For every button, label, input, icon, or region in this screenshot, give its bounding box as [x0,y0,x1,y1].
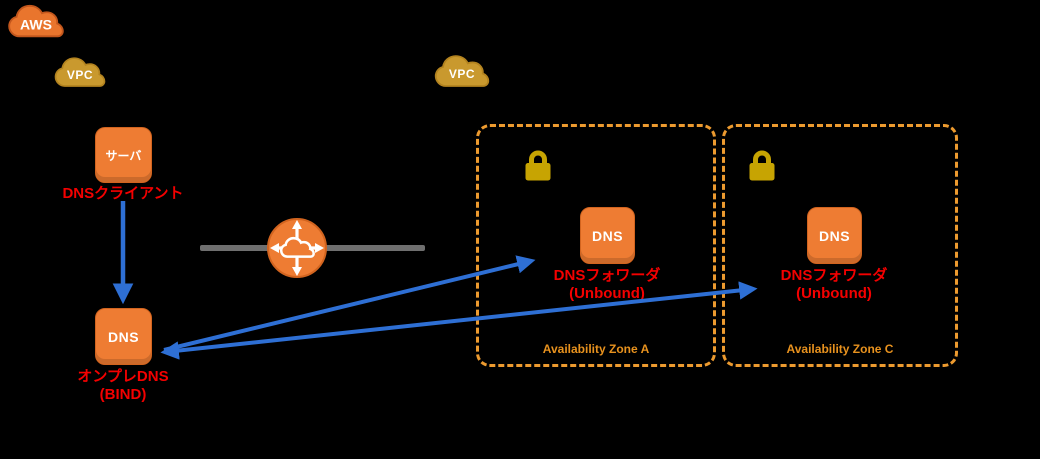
lock-icon [523,149,553,183]
dns-forwarder-a-icon: DNS [580,207,635,264]
right-vpc-cloud-icon: VPC [433,50,491,93]
right-vpc-cloud-label: VPC [448,66,476,81]
aws-cloud-label: AWS [20,16,52,33]
dns-forwarder-a-icon-label: DNS [591,227,624,244]
aws-cloud-icon: AWS [6,3,66,40]
dns-forwarder-c-icon: DNS [807,207,862,264]
availability-zone-c-label: Availability Zone C [786,342,894,356]
dns-forwarder-a-caption-line2: (Unbound) [569,285,645,302]
onprem-dns-caption-line1: オンプレDNS [77,368,169,385]
server-icon: サーバ [95,127,152,183]
availability-zone-a-label: Availability Zone A [542,342,650,356]
vpc-router-icon [265,216,329,280]
onprem-dns-caption-line2: (BIND) [99,386,147,403]
dns-forwarder-a-caption-line1: DNSフォワーダ [553,267,661,284]
dns-forwarder-c-icon-label: DNS [818,227,851,244]
availability-zone-c-box: DNS DNSフォワーダ (Unbound) Availability Zone… [722,124,958,367]
lock-icon [747,149,777,183]
availability-zone-a-box: DNS DNSフォワーダ (Unbound) Availability Zone… [476,124,716,367]
server-icon-label: サーバ [105,148,142,163]
left-vpc-cloud-label: VPC [66,67,94,82]
dns-forwarder-c-caption-line1: DNSフォワーダ [780,267,888,284]
onprem-dns-icon-label: DNS [107,328,140,345]
dns-forwarder-c-caption-line2: (Unbound) [796,285,872,302]
onprem-dns-icon: DNS [95,308,152,365]
dns-client-caption: DNSクライアント [62,185,184,202]
left-vpc-cloud-icon: VPC [53,53,107,92]
